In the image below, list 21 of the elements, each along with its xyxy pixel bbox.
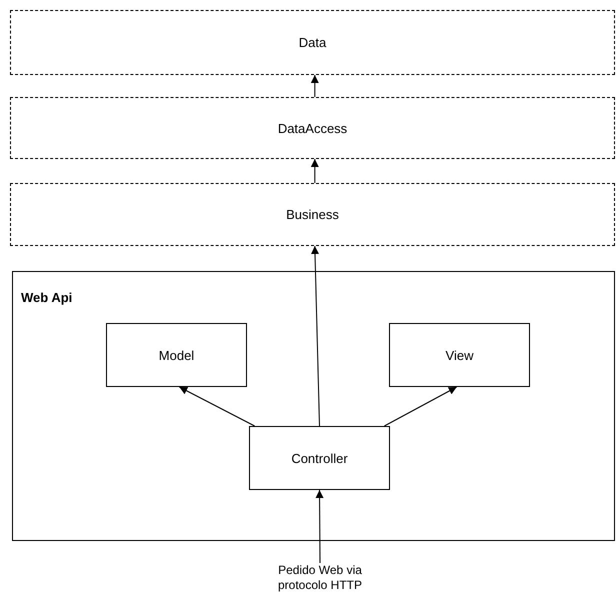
layer-label: DataAccess	[278, 120, 348, 136]
arrow	[310, 74, 319, 98]
layer-label: Business	[286, 207, 339, 222]
component-box	[106, 323, 247, 387]
component-box	[249, 426, 390, 490]
container-title: Web Api	[21, 290, 72, 305]
request-label: Pedido Web via protocolo HTTP	[255, 563, 385, 593]
layer-label: Data	[298, 35, 326, 50]
layer-box	[10, 10, 615, 75]
layer-box	[10, 97, 615, 159]
arrow	[316, 490, 324, 564]
arrow	[178, 386, 256, 426]
component-label: Controller	[291, 450, 348, 466]
component-label: View	[446, 348, 474, 362]
arrow	[384, 386, 458, 426]
arrow	[310, 158, 319, 184]
component-label: Model	[158, 348, 194, 362]
container-box	[12, 271, 615, 541]
arrow	[311, 246, 320, 426]
layer-box	[10, 183, 615, 246]
component-box	[389, 323, 530, 387]
